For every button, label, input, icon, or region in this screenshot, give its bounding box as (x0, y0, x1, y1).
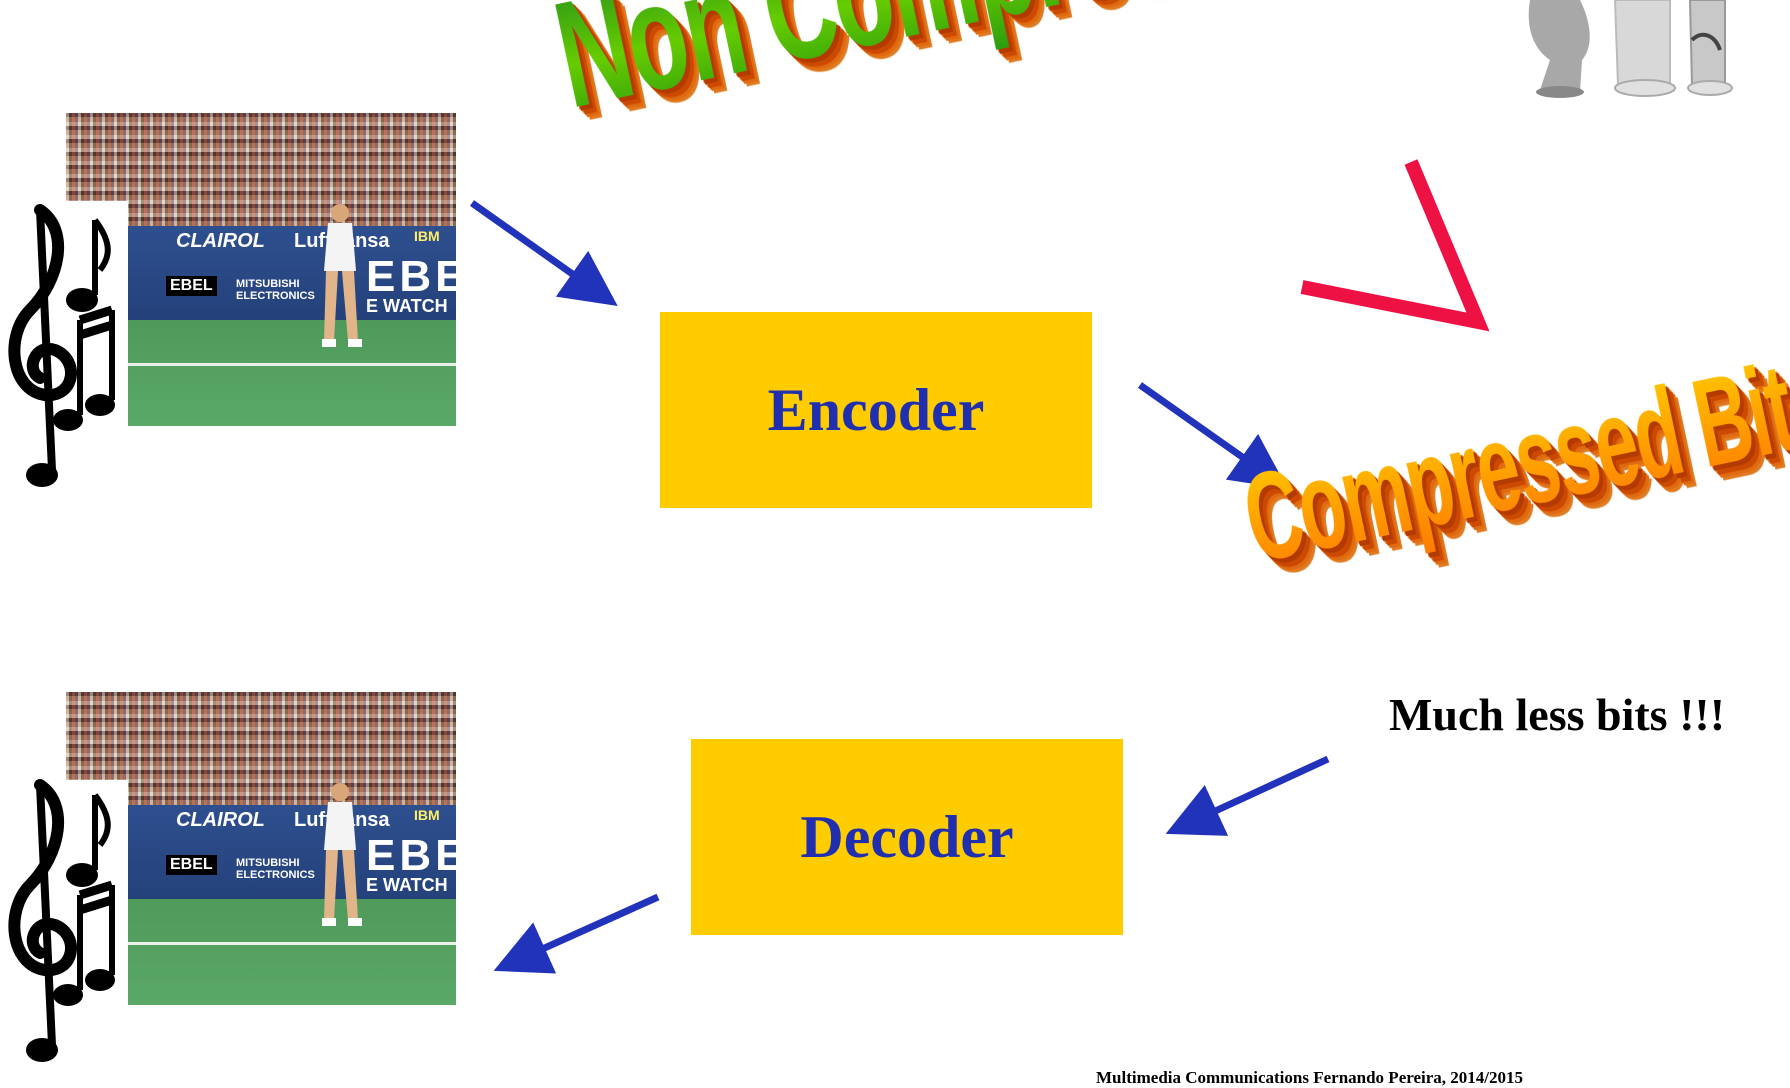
banner-sponsor-1: CLAIROL (176, 229, 265, 252)
tennis-player (321, 203, 362, 347)
much-less-bits-label: Much less bits !!! (1389, 689, 1726, 740)
court-line (66, 363, 456, 367)
court-line (66, 942, 456, 946)
banner-ibm: IBM (414, 227, 440, 244)
banner-ibm: IBM (414, 806, 440, 823)
compressed-bits-label: Compressed Bits (1232, 328, 1790, 592)
decoder-box: Decoder (691, 739, 1123, 935)
treble-clef-notes-icon (8, 779, 115, 1062)
treble-clef-notes-icon (8, 204, 115, 487)
encoder-label: Encoder (767, 376, 985, 443)
arrow-compressed-to-decoder (1165, 755, 1330, 836)
arrow-decoder-to-output (493, 893, 660, 974)
decoder-label: Decoder (800, 803, 1014, 870)
encoder-box: Encoder (660, 312, 1092, 508)
arrow-input-to-encoder (469, 200, 618, 307)
crowd-area (66, 113, 456, 226)
banner-scoreboard: EBEL (166, 275, 217, 296)
banner-scoreboard: EBEL (166, 854, 217, 875)
check-mark-icon (1300, 159, 1490, 332)
banner-brand-big: EBEL (366, 251, 456, 301)
banner-electronics: MITSUBISHI ELECTRONICS (236, 277, 315, 302)
tennis-court (66, 319, 456, 426)
banner-sponsor-1: CLAIROL (176, 808, 265, 831)
banner-brand-big: EBEL (366, 830, 456, 880)
banner-brand-sub: E WATCH (366, 874, 448, 895)
footer-credit: Multimedia Communications Fernando Perei… (1096, 1068, 1524, 1087)
advertising-banner: CLAIROL Lufthansa IBM EBEL E WATCH EBEL … (66, 804, 456, 899)
banner-electronics: MITSUBISHI ELECTRONICS (236, 856, 315, 881)
banner-brand-sub: E WATCH (366, 295, 448, 316)
input-video-frame: CLAIROL Lufthansa IBM EBEL E WATCH EBEL … (66, 113, 456, 426)
tennis-player (321, 782, 362, 926)
tennis-court (66, 898, 456, 1005)
dog-image (1528, 0, 1733, 98)
non-compressed-bits-label: Non Compressed Bits (542, 0, 1543, 143)
crowd-area (66, 692, 456, 805)
output-video-frame: CLAIROL Lufthansa IBM EBEL E WATCH EBEL … (66, 692, 456, 1005)
advertising-banner: CLAIROL Lufthansa IBM EBEL E WATCH EBEL … (66, 225, 456, 320)
